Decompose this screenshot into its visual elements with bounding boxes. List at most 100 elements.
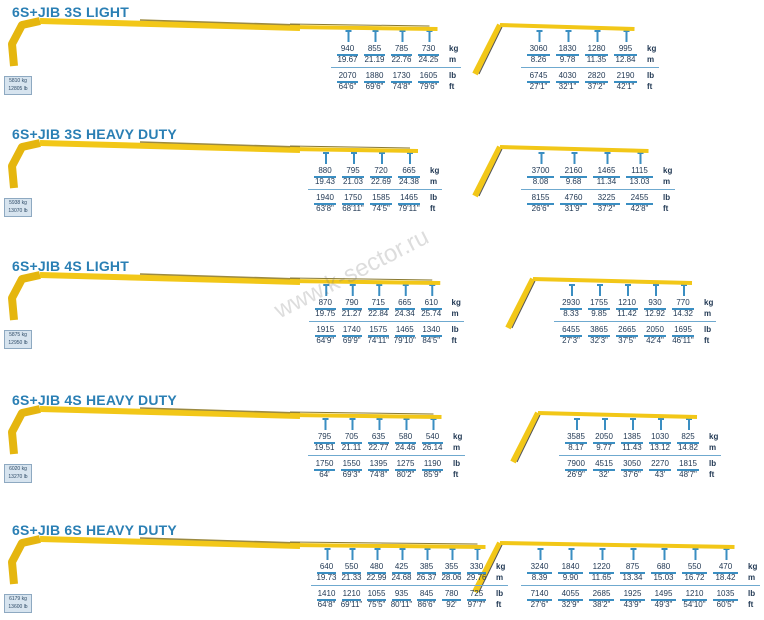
folded-kg-value: 995 (618, 44, 633, 53)
value-underline (614, 81, 637, 83)
extended-m-value: 24.46 (395, 443, 416, 452)
crane-folded-boom (472, 145, 503, 198)
folded-kg-value: 1755 (590, 298, 608, 307)
unit-label-kg: kg (496, 562, 506, 571)
extended-lb-value: 780 (444, 589, 459, 598)
folded-ft-value: 38'2" (592, 600, 611, 609)
extended-m-value: 22.69 (370, 177, 392, 186)
unit-label-lb: lb (704, 325, 712, 334)
value-underline (398, 203, 420, 205)
value-underline (367, 599, 386, 601)
unit-label-lb: lb (430, 193, 438, 202)
crane-main-boom (39, 18, 301, 31)
extended-lb-value: 1575 (369, 325, 388, 334)
extended-kg-value: 610 (424, 298, 438, 307)
folded-boom-edge (478, 26, 503, 75)
value-underline (398, 176, 420, 178)
value-underline (651, 572, 676, 574)
folded-m-value: 9.78 (559, 55, 576, 64)
folded-kg-value: 1210 (618, 298, 636, 307)
crane-jib (289, 147, 419, 153)
extended-lb-value: 935 (394, 589, 409, 598)
folded-kg-value: 2930 (562, 298, 580, 307)
value-underline (560, 335, 582, 337)
folded-ft-value: 27'6" (530, 600, 549, 609)
folded-m-value: 11.42 (617, 309, 637, 318)
unit-label-lb: lb (451, 325, 459, 334)
value-underline (527, 54, 550, 56)
folded-lb-value: 2455 (630, 193, 649, 202)
boom-hydraulic-line (139, 537, 301, 544)
crane-jib (289, 279, 441, 285)
extended-lb-value: 845 (419, 589, 434, 598)
value-underline (368, 335, 389, 337)
value-underline (589, 599, 614, 601)
value-underline (370, 203, 392, 205)
extended-lb-value: 1055 (367, 589, 386, 598)
value-underline (527, 572, 552, 574)
folded-kg-value: 470 (718, 562, 733, 571)
extended-m-value: 21.11 (341, 443, 362, 452)
extended-m-value: 26.14 (422, 443, 443, 452)
table-divider (554, 321, 716, 322)
extended-kg-value: 480 (369, 562, 384, 571)
extended-kg-value: 665 (398, 298, 412, 307)
extended-m-value: 19.67 (337, 55, 358, 64)
extended-m-value: 24.68 (391, 573, 412, 582)
folded-m-value: 11.34 (596, 177, 617, 186)
folded-ft-value: 42'1" (616, 82, 635, 91)
value-underline (560, 308, 582, 310)
folded-m-value: 8.39 (531, 573, 548, 582)
unit-label-ft: ft (748, 600, 754, 609)
folded-ft-value: 27'1" (529, 82, 548, 91)
extended-kg-value: 665 (402, 166, 416, 175)
extended-kg-value: 790 (345, 298, 359, 307)
extended-kg-value: 795 (346, 166, 360, 175)
extended-lb-value: 1605 (419, 71, 438, 80)
folded-ft-value: 43' (654, 470, 666, 479)
folded-lb-value: 3225 (597, 193, 616, 202)
value-underline (314, 469, 335, 471)
value-underline (391, 54, 412, 56)
extended-kg-value: 715 (371, 298, 385, 307)
jib-hydraulic-line (289, 411, 434, 415)
folded-m-value: 9.90 (562, 573, 579, 582)
extended-ft-value: 68'11" (342, 204, 364, 213)
folded-m-value: 15.03 (653, 573, 674, 582)
crane-main-boom (39, 406, 301, 419)
value-underline (342, 203, 364, 205)
unit-label-m: m (709, 443, 717, 452)
extended-ft-value: 63'8" (316, 204, 334, 213)
folded-m-value: 13.03 (629, 177, 650, 186)
folded-m-value: 13.34 (622, 573, 643, 582)
value-underline (341, 442, 362, 444)
value-underline (368, 469, 389, 471)
value-underline (620, 599, 645, 601)
extended-lb-value: 1410 (317, 589, 336, 598)
value-underline (649, 469, 671, 471)
unit-label-m: m (430, 177, 438, 186)
folded-ft-value: 37'2" (587, 82, 606, 91)
weight-kg: 5875 kg (9, 332, 27, 338)
extended-ft-value: 84'5" (422, 336, 441, 345)
value-underline (527, 203, 554, 205)
table-divider (331, 67, 461, 68)
crane-base-arm (8, 139, 41, 189)
value-underline (342, 572, 361, 574)
unit-label-lb: lb (748, 589, 756, 598)
unit-label-kg: kg (451, 298, 461, 307)
extended-lb-value: 1465 (395, 325, 414, 334)
folded-kg-value: 2160 (564, 166, 583, 175)
value-underline (421, 308, 442, 310)
folded-kg-value: 1115 (631, 166, 648, 175)
folded-kg-value: 550 (687, 562, 702, 571)
extended-kg-value: 540 (425, 432, 440, 441)
extended-kg-value: 880 (318, 166, 332, 175)
folded-lb-value: 2665 (618, 325, 636, 334)
unit-label-lb: lb (709, 459, 717, 468)
extended-m-value: 22.99 (366, 573, 387, 582)
extended-lb-value: 1750 (315, 459, 334, 468)
value-underline (682, 599, 707, 601)
folded-m-value: 14.82 (677, 443, 699, 452)
